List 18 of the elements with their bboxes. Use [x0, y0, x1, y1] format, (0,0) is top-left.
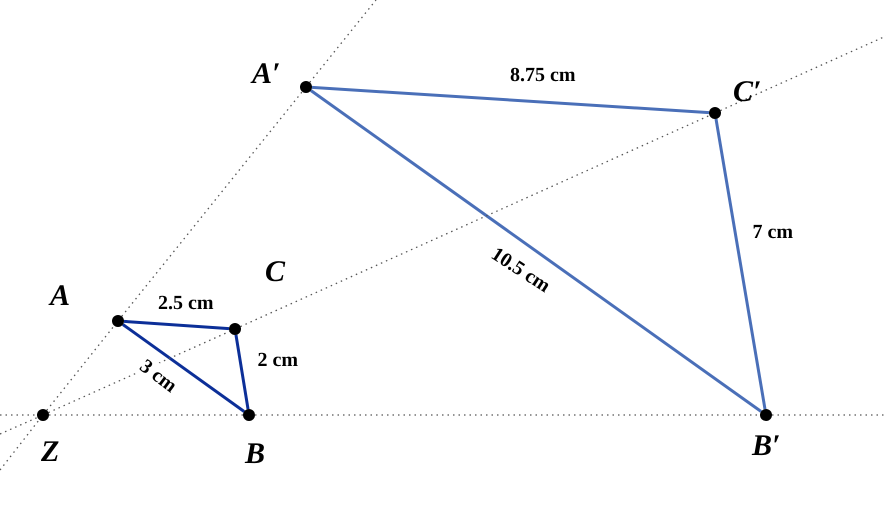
triangle-side	[714, 118, 766, 410]
point-label: B′	[752, 431, 780, 461]
point-label: B	[245, 439, 266, 469]
point-label: A′	[252, 59, 280, 89]
point-label: A	[50, 281, 70, 311]
dotted-line	[240, 114, 710, 328]
dotted-line	[46, 325, 115, 411]
triangle-side	[312, 86, 710, 114]
point-label: C	[265, 257, 286, 287]
dotted-line	[121, 91, 303, 317]
triangle-side	[122, 323, 245, 413]
triangle-side	[124, 320, 230, 330]
point-label: C′	[733, 77, 762, 107]
point-label: Z	[41, 437, 60, 467]
dotted-line	[255, 414, 760, 416]
dotted-line	[49, 414, 243, 416]
triangle-side	[310, 89, 762, 413]
triangle-side	[234, 334, 250, 410]
